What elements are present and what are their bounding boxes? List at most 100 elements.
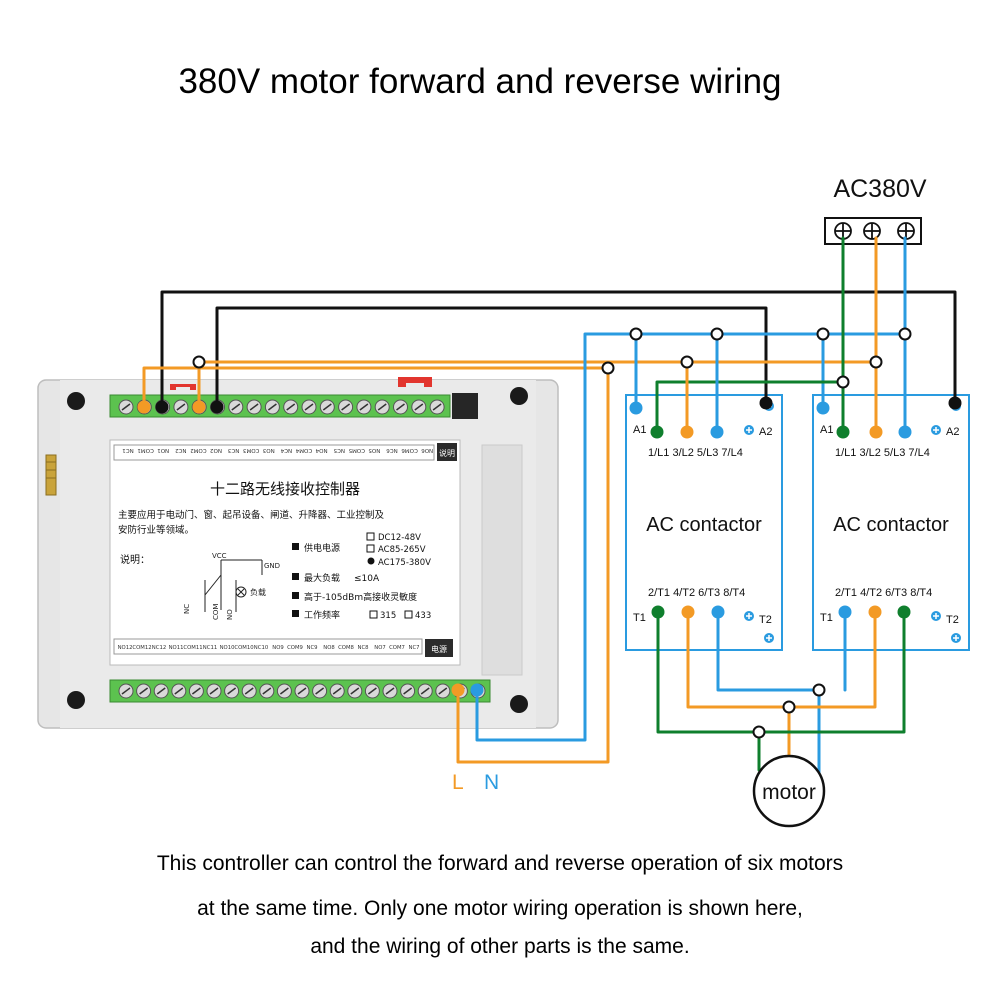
connection-dot xyxy=(897,605,911,619)
terminal-label: COM4 xyxy=(295,447,312,453)
terminal-label: NO12 xyxy=(118,645,133,651)
connection-dot xyxy=(898,425,912,439)
terminal-label: COM5 xyxy=(348,447,365,453)
spec-load-label: 最大负载 xyxy=(304,572,340,584)
spec-sensitivity: 高于-105dBm高接收灵敏度 xyxy=(304,591,417,603)
terminal-label: NC10 xyxy=(254,645,269,651)
terminal-label: NO5 xyxy=(368,447,380,453)
red-latch-left xyxy=(170,384,196,390)
terminal-label: NC2 xyxy=(175,447,186,453)
terminal-label: NC5 xyxy=(333,447,345,453)
terminal-label: NC3 xyxy=(227,447,239,453)
motor-label: motor xyxy=(762,781,816,804)
terminal-label: NC4 xyxy=(280,447,292,453)
terminal-label: NO7 xyxy=(374,645,386,651)
connection-dot xyxy=(681,605,695,619)
spec-frequency-option-1: 315 xyxy=(380,611,396,621)
terminal-label: NO3 xyxy=(262,447,274,453)
terminal-label: NC7 xyxy=(408,645,419,651)
spec-supply-label: 供电电源 xyxy=(304,542,340,554)
supply-label: AC380V xyxy=(833,175,926,203)
notes-label: 说明： xyxy=(120,553,150,566)
connection-dot xyxy=(948,396,962,410)
connection-dot xyxy=(869,425,883,439)
terminal-label: COM3 xyxy=(242,447,259,453)
terminal-label: NO11 xyxy=(169,645,184,651)
caption-line-1: This controller can control the forward … xyxy=(156,852,844,875)
wire-green-t1 xyxy=(656,610,761,772)
terminal-label: NC1 xyxy=(122,447,133,453)
l-label: L xyxy=(452,771,464,794)
connection-dot xyxy=(629,401,643,415)
top-right-badge: 说明 xyxy=(439,448,455,458)
motor-circle xyxy=(752,754,826,828)
connection-dot xyxy=(651,605,665,619)
contactor-name: AC contactor xyxy=(646,514,762,536)
description-line-1: 主要应用于电动门、窗、起吊设备、闸道、升降器、工业控制及 xyxy=(118,509,385,521)
connection-dot xyxy=(711,605,725,619)
com-label: COM xyxy=(212,604,220,620)
connection-dot xyxy=(838,605,852,619)
terminal-label: NC9 xyxy=(306,645,317,651)
spec-supply-option-3: AC175-380V xyxy=(378,558,431,568)
mount-hole-top-left xyxy=(67,392,85,410)
terminal-label: NO10 xyxy=(220,645,236,651)
dc-jack xyxy=(452,393,478,419)
page-title: 380V motor forward and reverse wiring xyxy=(178,62,782,101)
wire-junctions xyxy=(137,327,962,739)
red-latch-right xyxy=(398,377,432,387)
wire-green-t3-right xyxy=(757,610,906,734)
wire-orange-t2 xyxy=(686,610,791,772)
terminal-label: NO2 xyxy=(210,447,222,453)
a1-label: A1 xyxy=(633,424,646,436)
terminal-label: COM8 xyxy=(338,645,354,651)
terminal-label: NO6 xyxy=(421,447,433,453)
connection-dot xyxy=(137,400,151,414)
junction xyxy=(629,327,643,341)
t1-label: T1 xyxy=(820,612,833,624)
connection-dot xyxy=(868,605,882,619)
junction xyxy=(680,355,694,369)
junction xyxy=(192,355,206,369)
no-label: NO xyxy=(226,609,234,620)
t2-label: T2 xyxy=(946,614,959,626)
spec-supply-option-2: AC85-265V xyxy=(378,545,426,555)
t1-label: T1 xyxy=(633,612,646,624)
bottom-terminals-label: 2/T1 4/T2 6/T3 8/T4 xyxy=(648,587,745,599)
spec-frequency-option-2: 433 xyxy=(415,611,431,621)
connection-dot xyxy=(155,400,169,414)
junction xyxy=(601,361,615,375)
wire-blue-n-to-a1 xyxy=(475,332,907,742)
terminal-label: COM6 xyxy=(401,447,418,453)
terminal-label: COM9 xyxy=(287,645,303,651)
connection-dot xyxy=(470,683,484,697)
top-terminals-label: 1/L1 3/L2 5/L3 7/L4 xyxy=(835,447,930,459)
wire-black-com-to-a2-left xyxy=(215,306,768,409)
contactor-name: AC contactor xyxy=(833,514,949,536)
ac380v-terminal-block xyxy=(824,217,922,245)
a1-label: A1 xyxy=(820,424,833,436)
bottom-terminals-label: 2/T1 4/T2 6/T3 8/T4 xyxy=(835,587,932,599)
n-label: N xyxy=(484,771,499,794)
terminal-label: NC8 xyxy=(357,645,369,651)
connection-dot xyxy=(210,400,224,414)
junction xyxy=(782,700,796,714)
connection-dot xyxy=(650,425,664,439)
wires xyxy=(142,236,957,797)
terminal-label: NO9 xyxy=(272,645,284,651)
junction xyxy=(869,355,883,369)
terminal-label: NC11 xyxy=(203,645,217,651)
junction xyxy=(898,327,912,341)
gnd-label: GND xyxy=(264,562,280,570)
terminal-label: COM2 xyxy=(190,447,206,453)
junction xyxy=(816,327,830,341)
wire-black-com-to-a2-right xyxy=(160,290,957,409)
terminal-label: COM11 xyxy=(183,645,202,651)
connection-dot xyxy=(451,683,465,697)
mount-hole-top-right xyxy=(510,387,528,405)
